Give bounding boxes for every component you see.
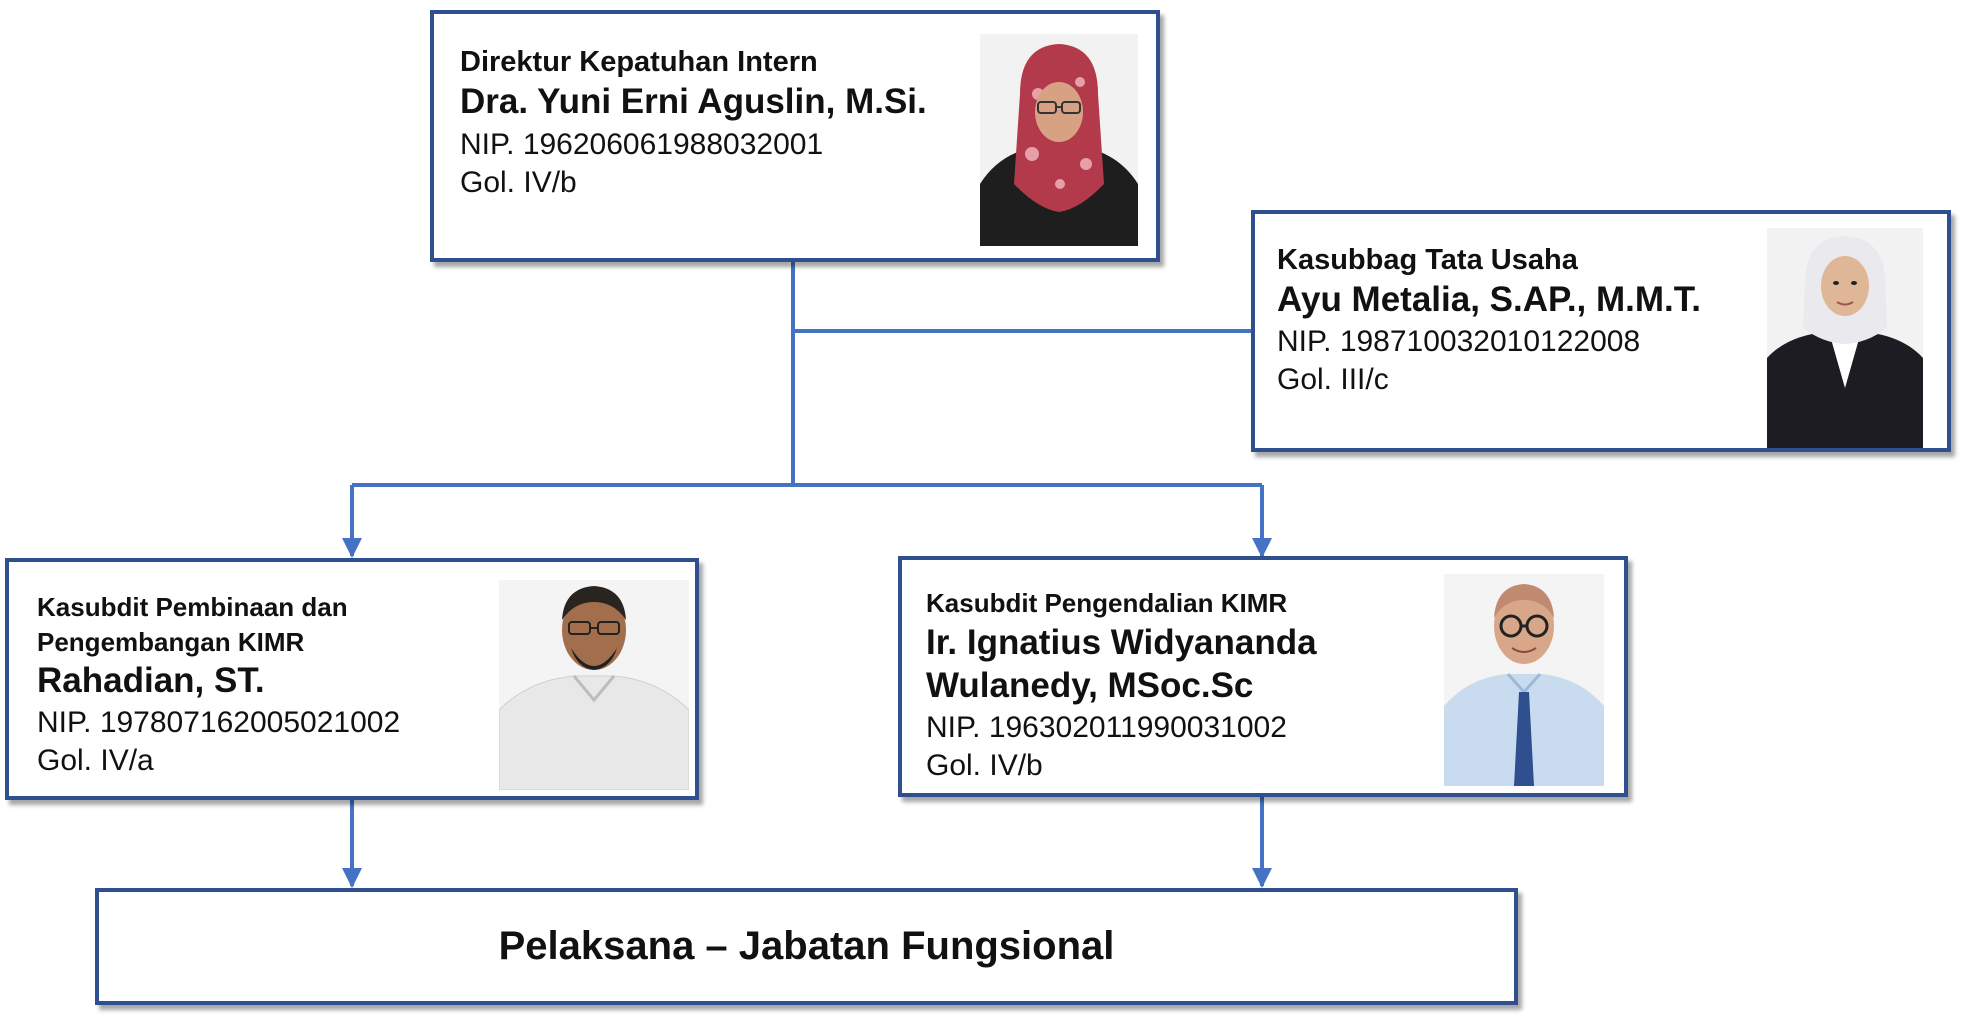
director-name: Dra. Yuni Erni Aguslin, M.Si.: [460, 82, 927, 121]
pembinaan-name: Rahadian, ST.: [37, 661, 265, 700]
pengendalian-name-line1: Ir. Ignatius Widyananda: [926, 623, 1317, 662]
director-photo: [980, 34, 1138, 246]
director-box: Direktur Kepatuhan Intern Dra. Yuni Erni…: [430, 10, 1160, 262]
tata-usaha-gol: Gol. III/c: [1277, 363, 1389, 396]
pelaksana-box: Pelaksana – Jabatan Fungsional: [95, 888, 1518, 1005]
pengendalian-box: Kasubdit Pengendalian KIMR Ir. Ignatius …: [898, 556, 1628, 797]
pembinaan-nip: NIP. 197807162005021002: [37, 706, 401, 739]
pembinaan-gol: Gol. IV/a: [37, 744, 154, 777]
tata-usaha-name: Ayu Metalia, S.AP., M.M.T.: [1277, 280, 1701, 319]
pengendalian-name-line2: Wulanedy, MSoc.Sc: [926, 666, 1254, 705]
pengendalian-photo: [1444, 574, 1604, 786]
pengendalian-gol: Gol. IV/b: [926, 749, 1043, 782]
pembinaan-box: Kasubdit Pembinaan dan Pengembangan KIMR…: [5, 558, 699, 800]
pengendalian-nip: NIP. 196302011990031002: [926, 711, 1287, 744]
director-role: Direktur Kepatuhan Intern: [460, 46, 818, 78]
tata-usaha-role: Kasubbag Tata Usaha: [1277, 244, 1578, 276]
director-nip: NIP. 196206061988032001: [460, 128, 824, 161]
pembinaan-role-line1: Kasubdit Pembinaan dan: [37, 592, 348, 622]
pelaksana-label: Pelaksana – Jabatan Fungsional: [498, 924, 1115, 968]
pengendalian-role: Kasubdit Pengendalian KIMR: [926, 588, 1288, 618]
tata-usaha-box: Kasubbag Tata Usaha Ayu Metalia, S.AP., …: [1251, 210, 1951, 452]
tata-usaha-photo: [1767, 228, 1923, 448]
pembinaan-role-line2: Pengembangan KIMR: [37, 627, 305, 657]
pembinaan-photo: [499, 580, 689, 790]
director-gol: Gol. IV/b: [460, 166, 577, 199]
tata-usaha-nip: NIP. 198710032010122008: [1277, 325, 1641, 358]
